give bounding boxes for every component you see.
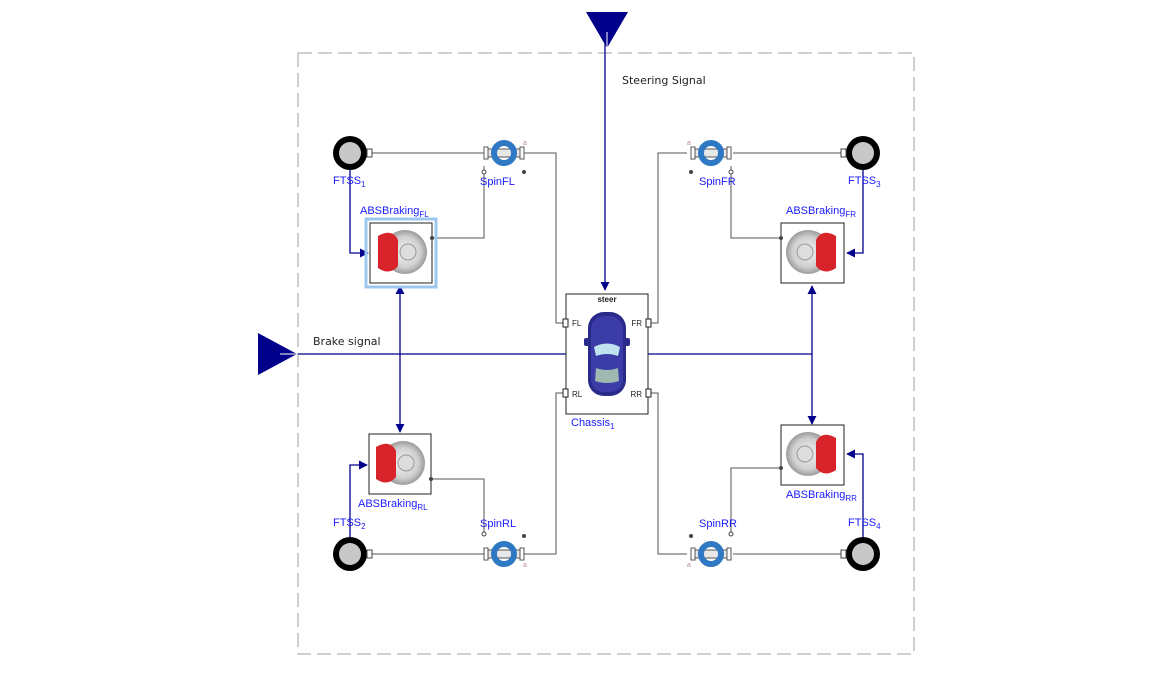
spin-sensor-rl[interactable]: a SpinRL [480, 518, 527, 569]
chassis-port-rl[interactable] [562, 388, 569, 398]
tire-fl[interactable]: FTSS1 [333, 136, 373, 189]
spin-sensor-fr[interactable]: a SpinFR [687, 140, 736, 188]
chassis-rl-label: RL [572, 390, 583, 399]
svg-text:a: a [687, 140, 691, 147]
abs-braking-fr[interactable]: ABSBrakingFR [779, 205, 856, 284]
tire-rr[interactable]: FTSS4 [840, 517, 881, 571]
car-icon [584, 312, 630, 396]
brake-disc-icon [786, 432, 836, 476]
abs-fr-label: ABSBrakingFR [786, 205, 856, 219]
tire-rl[interactable]: FTSS2 [333, 517, 373, 571]
chassis-rr-label: RR [630, 390, 642, 399]
spin-rr-label: SpinRR [699, 518, 737, 530]
brake-signal-label: Brake signal [313, 335, 381, 348]
abs-braking-fl[interactable]: ABSBrakingFL [360, 205, 438, 289]
chassis-steer-port-label: steer [597, 295, 616, 304]
spin-fr-label: SpinFR [699, 176, 736, 188]
chassis-port-fl[interactable] [562, 318, 569, 328]
chassis-port-rr[interactable] [645, 388, 652, 398]
tire-fl-label: FTSS1 [333, 175, 366, 189]
spin-rl-label: SpinRL [480, 518, 516, 530]
svg-text:a: a [523, 140, 527, 147]
abs-braking-rl[interactable]: ABSBrakingRL [358, 433, 433, 512]
chassis-fr-label: FR [631, 319, 642, 328]
abs-braking-rr[interactable]: ABSBrakingRR [779, 424, 857, 503]
abs-fl-label: ABSBrakingFL [360, 205, 429, 219]
tire-fr-label: FTSS3 [848, 175, 881, 189]
abs-rl-label: ABSBrakingRL [358, 498, 428, 512]
chassis-name: Chassis1 [571, 417, 615, 431]
spin-fl-label: SpinFL [480, 176, 515, 188]
brake-disc-icon [378, 230, 427, 274]
brake-disc-icon [786, 230, 836, 274]
brake-disc-icon [376, 441, 425, 485]
tire-rr-label: FTSS4 [848, 517, 881, 531]
spin-sensor-rr[interactable]: a SpinRR [687, 518, 737, 569]
mechanical-connections [372, 152, 845, 555]
chassis-port-fr[interactable] [645, 318, 652, 328]
tire-rl-label: FTSS2 [333, 517, 366, 531]
svg-text:a: a [523, 562, 527, 569]
chassis-fl-label: FL [572, 319, 582, 328]
spin-sensor-fl[interactable]: a SpinFL [480, 140, 527, 188]
abs-rr-label: ABSBrakingRR [786, 489, 857, 503]
chassis-block[interactable]: steer FL FR RL RR Chassis1 [562, 293, 652, 431]
steering-signal-label: Steering Signal [622, 74, 706, 87]
tire-fr[interactable]: FTSS3 [840, 136, 881, 189]
steering-signal-input[interactable]: Steering Signal [586, 12, 706, 87]
brake-signal-input[interactable]: Brake signal [258, 333, 381, 375]
svg-text:a: a [687, 562, 691, 569]
signal-connections [285, 35, 864, 537]
